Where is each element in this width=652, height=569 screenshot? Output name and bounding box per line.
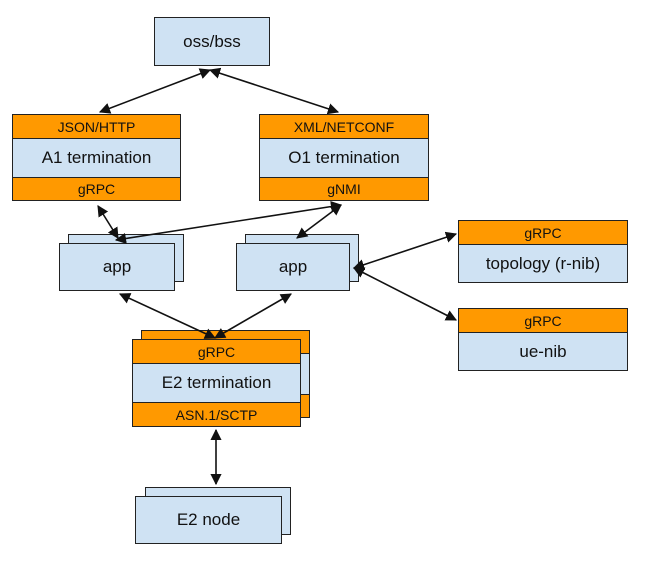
oss-bss-label: oss/bss xyxy=(183,31,241,51)
arrow-a1-appleft xyxy=(97,205,119,239)
a1-termination-box: A1 termination xyxy=(12,138,181,178)
o1-top-protocol: XML/NETCONF xyxy=(259,114,429,139)
arrow-a1-oss xyxy=(98,68,212,114)
arrow-appright-topology xyxy=(352,231,458,271)
o1-termination-box: O1 termination xyxy=(259,138,429,178)
ue-nib-protocol: gRPC xyxy=(458,308,628,333)
o1-bottom-protocol: gNMI xyxy=(259,177,429,201)
a1-bottom-protocol: gRPC xyxy=(12,177,181,201)
app-left-label: app xyxy=(102,257,132,276)
app-right-label: app xyxy=(278,257,308,276)
e2-termination-label: E2 termination xyxy=(161,373,272,392)
topology-box: topology (r-nib) xyxy=(458,244,628,283)
e2-top-label: gRPC xyxy=(197,343,236,360)
a1-top-label: JSON/HTTP xyxy=(57,118,136,135)
e2-bottom-label: ASN.1/SCTP xyxy=(175,406,258,423)
e2-top-protocol: gRPC xyxy=(132,339,301,364)
e2-node-box: E2 node xyxy=(135,496,282,544)
a1-termination-label: A1 termination xyxy=(41,148,152,167)
topology-protocol: gRPC xyxy=(458,220,628,245)
topology-protocol-label: gRPC xyxy=(524,224,562,241)
topology-label: topology (r-nib) xyxy=(485,253,601,273)
arrow-appright-uenib xyxy=(353,267,457,321)
app-right-box: app xyxy=(236,243,350,291)
ue-nib-label: ue-nib xyxy=(519,341,567,361)
arrow-o1-oss xyxy=(208,67,340,115)
ue-nib-box: ue-nib xyxy=(458,332,628,371)
e2-bottom-protocol: ASN.1/SCTP xyxy=(132,402,301,427)
oss-bss-box: oss/bss xyxy=(154,17,270,66)
arrow-appleft-e2 xyxy=(118,293,217,339)
e2-node-label: E2 node xyxy=(176,510,241,529)
arrow-appright-e2 xyxy=(214,293,292,339)
a1-bottom-label: gRPC xyxy=(77,181,116,197)
arrow-o1-appleft xyxy=(114,201,343,244)
arrow-o1-appright xyxy=(296,204,342,239)
o1-termination-label: O1 termination xyxy=(288,148,400,167)
o1-top-label: XML/NETCONF xyxy=(293,118,395,135)
o1-bottom-label: gNMI xyxy=(327,181,361,197)
ue-nib-protocol-label: gRPC xyxy=(524,312,562,329)
